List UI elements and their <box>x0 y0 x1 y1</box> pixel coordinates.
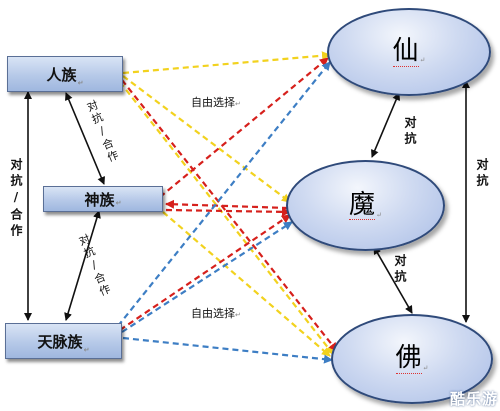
label-immortal-buddha-confront: 对抗 <box>475 158 489 190</box>
black-arrow-god-tianmai <box>64 210 101 321</box>
red-arrow-god-immortal <box>159 57 329 198</box>
tianmai-tribe-box: 天脉族↵ <box>5 323 122 359</box>
paragraph-mark: ↵ <box>235 100 241 108</box>
label-free-choice-top: 自由选择↵ <box>191 96 241 109</box>
yellow-arrow-human-immortal <box>122 51 331 75</box>
blue-arrow-tianmai-demon <box>121 221 293 333</box>
yellow-arrow-human-demon <box>122 75 291 203</box>
black-arrow-human-god <box>65 92 105 185</box>
paragraph-mark: ↵ <box>422 364 429 372</box>
demon-realm-label: 魔 <box>349 189 376 221</box>
immortal-realm-label: 仙 <box>392 36 419 67</box>
label-immortal-demon-confront: 对抗 <box>403 116 417 148</box>
label-human-tianmai-confront-cooperate: 对抗/合作 <box>9 158 23 240</box>
yellow-arrow-god-buddha <box>162 211 331 357</box>
buddha-realm-label: 佛 <box>395 343 422 374</box>
god-tribe-label: 神族 <box>84 190 115 209</box>
red-arrow-human-buddha <box>121 79 338 352</box>
paragraph-mark: ↵ <box>419 56 426 64</box>
human-tribe-box: 人族↵ <box>7 56 123 92</box>
immortal-realm-ellipse: 仙↵ <box>327 8 491 96</box>
watermark-logo: 酷乐游 <box>449 390 498 408</box>
tianmai-tribe-label: 天脉族 <box>37 332 83 351</box>
buddha-realm-ellipse: 佛↵ <box>331 314 493 404</box>
human-tribe-label: 人族 <box>46 65 77 84</box>
yellow-arrow-human-buddha <box>119 81 334 355</box>
blue-arrow-tianmai-immortal <box>117 61 331 327</box>
label-demon-buddha-confront: 对抗 <box>393 254 407 286</box>
black-arrow-demon-buddha <box>373 246 413 314</box>
paragraph-mark: ↵ <box>83 346 90 354</box>
paragraph-mark: ↵ <box>235 311 241 319</box>
black-arrow-immortal-demon <box>371 92 400 158</box>
demon-realm-ellipse: 魔↵ <box>286 160 445 251</box>
paragraph-mark: ↵ <box>115 199 122 207</box>
paragraph-mark: ↵ <box>77 79 84 87</box>
red-arrow-tianmai-demon <box>119 214 291 331</box>
paragraph-mark: ↵ <box>376 211 382 219</box>
god-tribe-box: 神族↵ <box>43 186 163 212</box>
red-arrow-god-demon <box>165 207 291 217</box>
red-arrow-demon-god <box>165 199 289 210</box>
blue-arrow-tianmai-buddha <box>122 336 333 364</box>
label-free-choice-bottom: 自由选择↵ <box>191 307 241 320</box>
